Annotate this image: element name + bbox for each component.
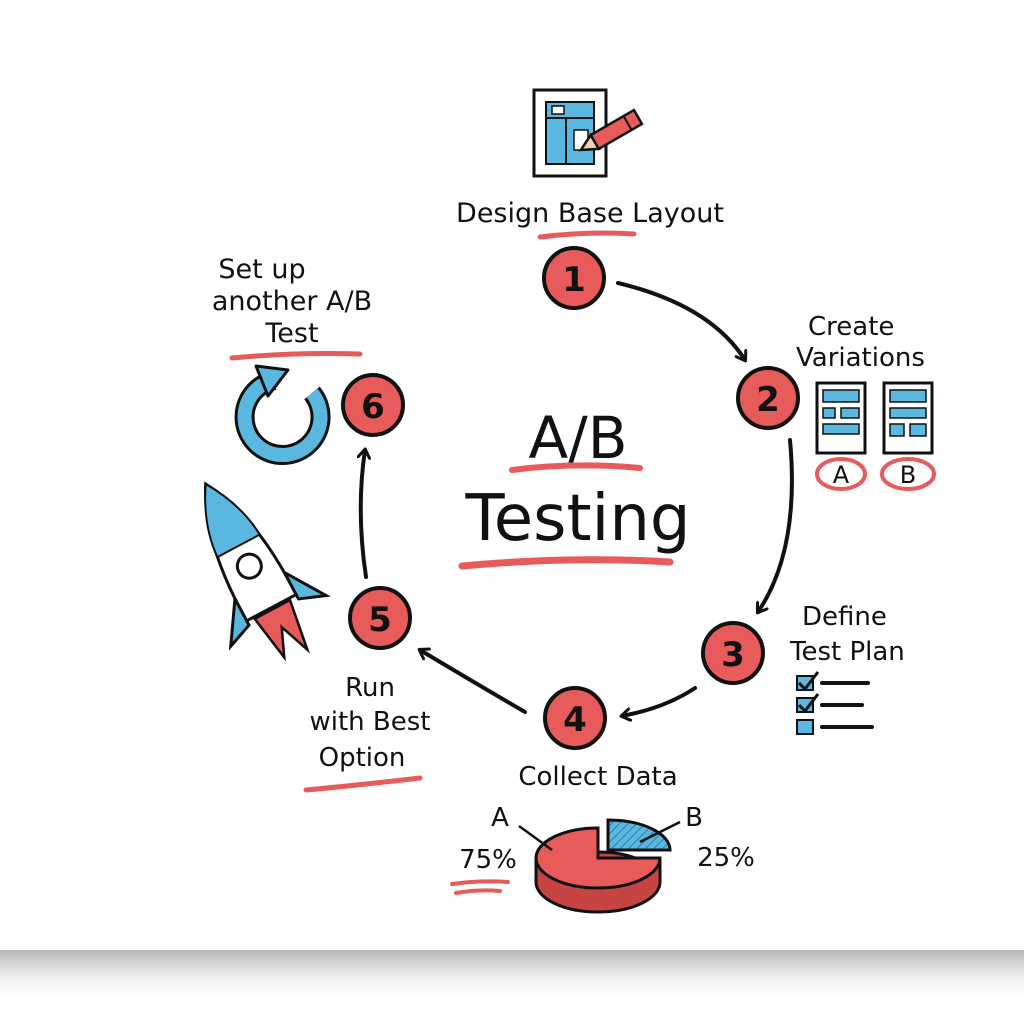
step-3-badge: 3 — [701, 621, 765, 685]
svg-text:6: 6 — [361, 387, 385, 427]
ab-testing-diagram: A/B Testing 1 2 3 4 5 6 Design Base Layo… — [203, 88, 936, 914]
pie-chart-icon — [534, 818, 672, 914]
step-6-label-line3: Test — [264, 318, 318, 349]
variation-b-icon: B — [880, 381, 936, 491]
step-3-label-line1: Define — [802, 602, 887, 632]
svg-text:B: B — [900, 461, 916, 489]
step-1-badge: 1 — [542, 246, 606, 310]
svg-text:4: 4 — [563, 700, 587, 740]
step-6-underline — [229, 351, 363, 361]
step-5-label-line3: Option — [319, 743, 406, 773]
step-4-badge: 4 — [543, 686, 607, 750]
arrow-1-to-2 — [616, 281, 745, 360]
step-5-underline — [303, 775, 423, 793]
pie-a-leader — [518, 824, 553, 852]
step-5-label-line1: Run — [345, 673, 395, 703]
pie-a-value: 75% — [459, 845, 517, 875]
step-2-badge: 2 — [736, 366, 800, 430]
title-underline-1 — [509, 462, 643, 473]
title-underline-2 — [458, 556, 674, 570]
bottom-shadow-band — [0, 950, 1024, 1024]
svg-text:2: 2 — [756, 380, 780, 420]
svg-text:1: 1 — [562, 260, 586, 300]
title-line2: Testing — [465, 482, 691, 556]
step-6-badge: 6 — [341, 373, 405, 437]
step-6-label-line2: another A/B — [212, 286, 372, 317]
step-6-label-line1: Set up — [218, 254, 305, 285]
layout-pencil-icon — [532, 88, 644, 178]
arrow-5-to-6 — [361, 450, 366, 579]
step-4-label: Collect Data — [518, 762, 677, 792]
variation-a-icon: A — [815, 381, 867, 491]
refresh-arrow-icon — [234, 364, 331, 466]
arrow-4-to-5 — [420, 650, 527, 714]
rocket-icon — [203, 481, 331, 662]
pie-b-label: B — [685, 803, 703, 833]
pie-b-value: 25% — [697, 843, 755, 873]
pie-slice-b — [606, 818, 672, 852]
arrow-3-to-4 — [622, 686, 697, 716]
step-3-label-line2: Test Plan — [789, 637, 905, 667]
step-1-label: Design Base Layout — [456, 198, 724, 229]
diagram-svg: A/B Testing 1 2 3 4 5 6 Design Base Layo… — [203, 88, 936, 914]
step-2-label-line2: Variations — [796, 343, 925, 373]
svg-text:5: 5 — [368, 600, 392, 640]
checklist-icon — [796, 671, 874, 735]
svg-text:3: 3 — [721, 635, 745, 675]
arrow-2-to-3 — [758, 438, 794, 612]
step-2-label-line1: Create — [808, 312, 894, 342]
pie-slice-a — [534, 826, 662, 890]
pie-a-underline — [450, 879, 510, 895]
step-1-underline — [537, 230, 637, 240]
pie-a-label: A — [491, 803, 509, 833]
title-line1: A/B — [528, 404, 627, 472]
pie-b-leader — [639, 820, 681, 844]
svg-text:A: A — [833, 461, 850, 489]
step-5-label-line2: with Best — [310, 707, 431, 737]
step-5-badge: 5 — [348, 586, 412, 650]
